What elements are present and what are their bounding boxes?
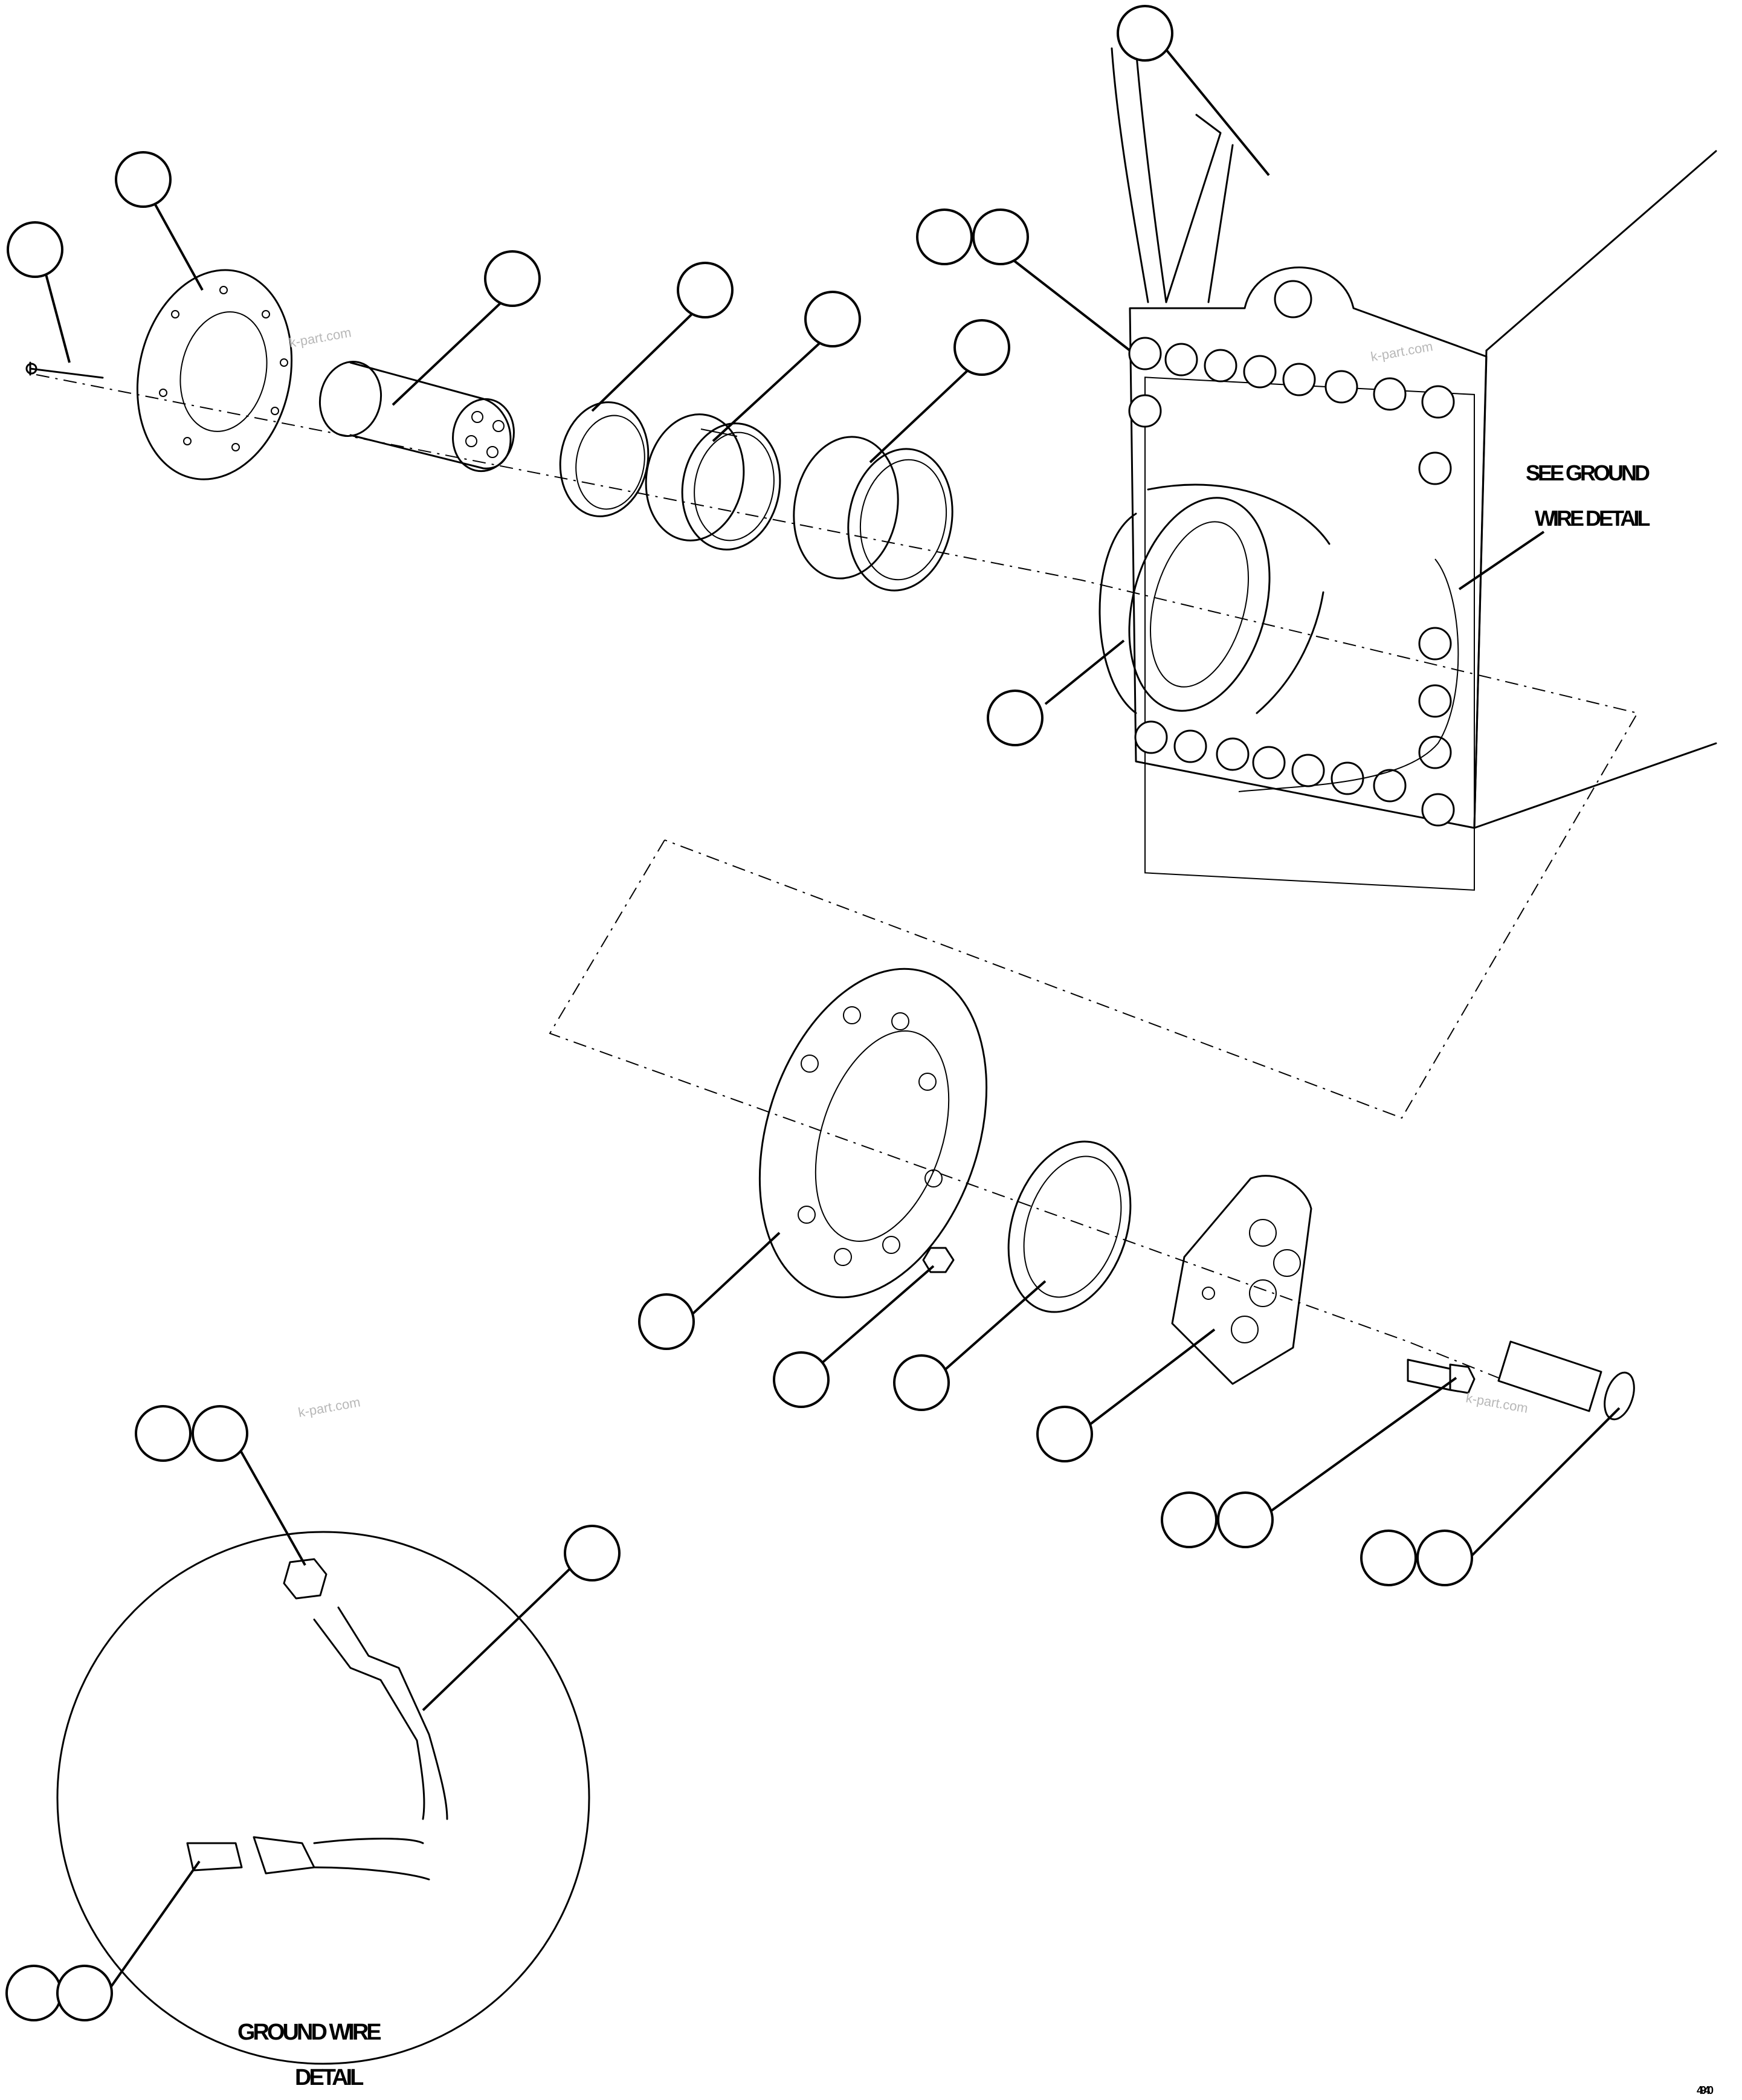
flange-bolts [1128,337,1455,827]
hex-nut [922,1247,955,1273]
callout-bubble [1416,1530,1473,1586]
callout-bubble [56,1965,113,2021]
callout-bubble [677,262,734,318]
lower-seal-ring [1007,1140,1132,1313]
bushing-outer [793,436,953,592]
callout-bubble [1217,1491,1274,1548]
frame-housing [1111,47,1717,891]
callout-bubble [638,1293,695,1350]
ground-wire-detail-title-line1: GROUND WIRE [237,2020,381,2045]
ground-wire-detail-circle [56,1531,590,2065]
callout-bubble [115,151,172,208]
callout-bubbles [5,5,1473,2021]
watermark: k-part.com [1465,1390,1529,1416]
callout-bubble [804,291,861,347]
callout-bubble [916,208,973,265]
spline-shaft [1497,1340,1635,1421]
callout-bubble [484,250,541,307]
lower-centerline [549,839,1499,1378]
sleeve-pin [318,360,515,473]
watermark: k-part.com [1370,338,1434,364]
figure-code: 4940 [1697,2084,1714,2096]
see-ground-label-line1: SEE GROUND [1526,460,1650,485]
leader-lines [44,41,1621,1995]
retainer-plate [136,269,293,480]
upper-centerline [36,374,1639,1119]
callout-bubble [893,1354,950,1411]
callout-bubble [135,1405,192,1462]
see-ground-label-line2: WIRE DETAIL [1535,506,1650,531]
pin-bolt [25,361,104,379]
callout-bubble [1117,5,1173,62]
frame-ground-wire [1238,558,1459,792]
callout-bubble [1360,1530,1417,1586]
cap-screw [1407,1359,1476,1394]
callout-bubble [5,1965,62,2021]
bearing-boss [1098,483,1331,714]
callout-bubble [7,221,63,278]
callout-bubble [1036,1406,1093,1462]
bushing-inner [645,413,781,551]
lower-flange-plate [758,968,988,1299]
callout-bubble [773,1351,830,1408]
cap-block [1171,1175,1312,1385]
callout-bubble [192,1405,248,1462]
callout-bubble [953,319,1010,376]
callout-bubble [972,208,1029,265]
watermark: k-part.com [288,325,353,351]
seal-ring [559,401,650,517]
ground-wire-detail-title-line2: DETAIL [295,2065,364,2090]
callout-bubble [1161,1491,1218,1548]
callout-bubble [987,690,1044,746]
callout-bubble [564,1525,621,1581]
watermark: k-part.com [297,1394,362,1420]
